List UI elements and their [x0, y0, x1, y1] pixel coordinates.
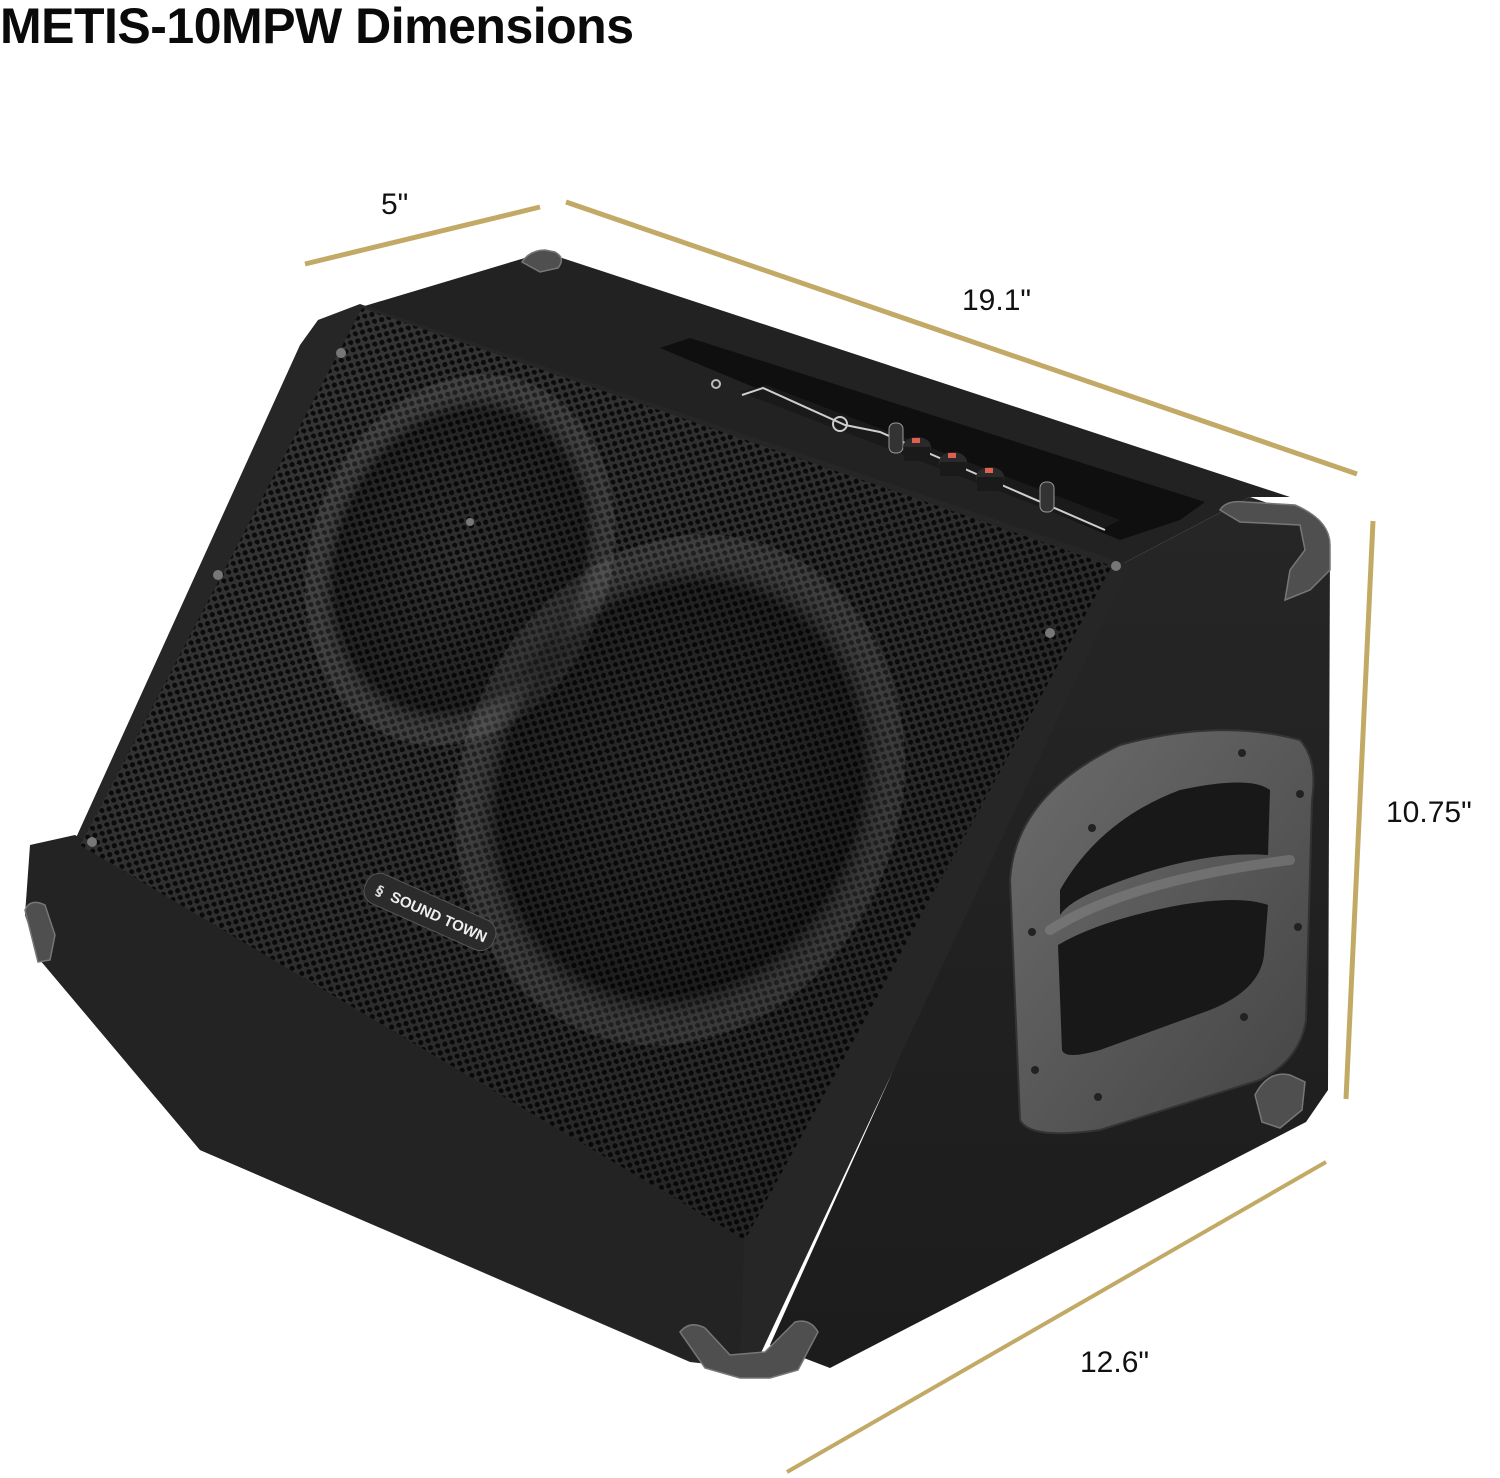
height-dimension-line	[1343, 520, 1376, 1100]
depth-dimension-line	[304, 204, 541, 267]
height-label: 10.75"	[1386, 796, 1472, 829]
control-knob-2	[939, 452, 967, 476]
corner-top-right	[1218, 500, 1331, 602]
woofer-shadow	[454, 534, 906, 1046]
control-panel-recess	[660, 338, 1205, 540]
control-panel	[711, 379, 1106, 531]
dimension-lines	[304, 199, 1376, 1474]
corner-bottom	[679, 1320, 819, 1379]
control-knob-3	[976, 467, 1004, 491]
length-label: 12.6"	[1080, 1346, 1150, 1379]
depth-label: 5"	[381, 188, 409, 221]
width-label: 19.1"	[962, 284, 1032, 317]
length-dimension-line	[786, 1160, 1327, 1474]
page-title: METIS-10MPW Dimensions	[0, 0, 634, 54]
control-knob-1	[903, 437, 931, 461]
speaker-cabinet: § SOUND TOWN	[24, 249, 1331, 1379]
width-dimension-line	[565, 199, 1358, 477]
corner-protectors	[24, 249, 1331, 1379]
corner-top-left	[520, 249, 563, 273]
carry-handle	[1008, 729, 1315, 1135]
corner-left	[24, 901, 56, 963]
grille-screws	[87, 348, 1121, 847]
corner-bottom-right	[1254, 1073, 1306, 1129]
